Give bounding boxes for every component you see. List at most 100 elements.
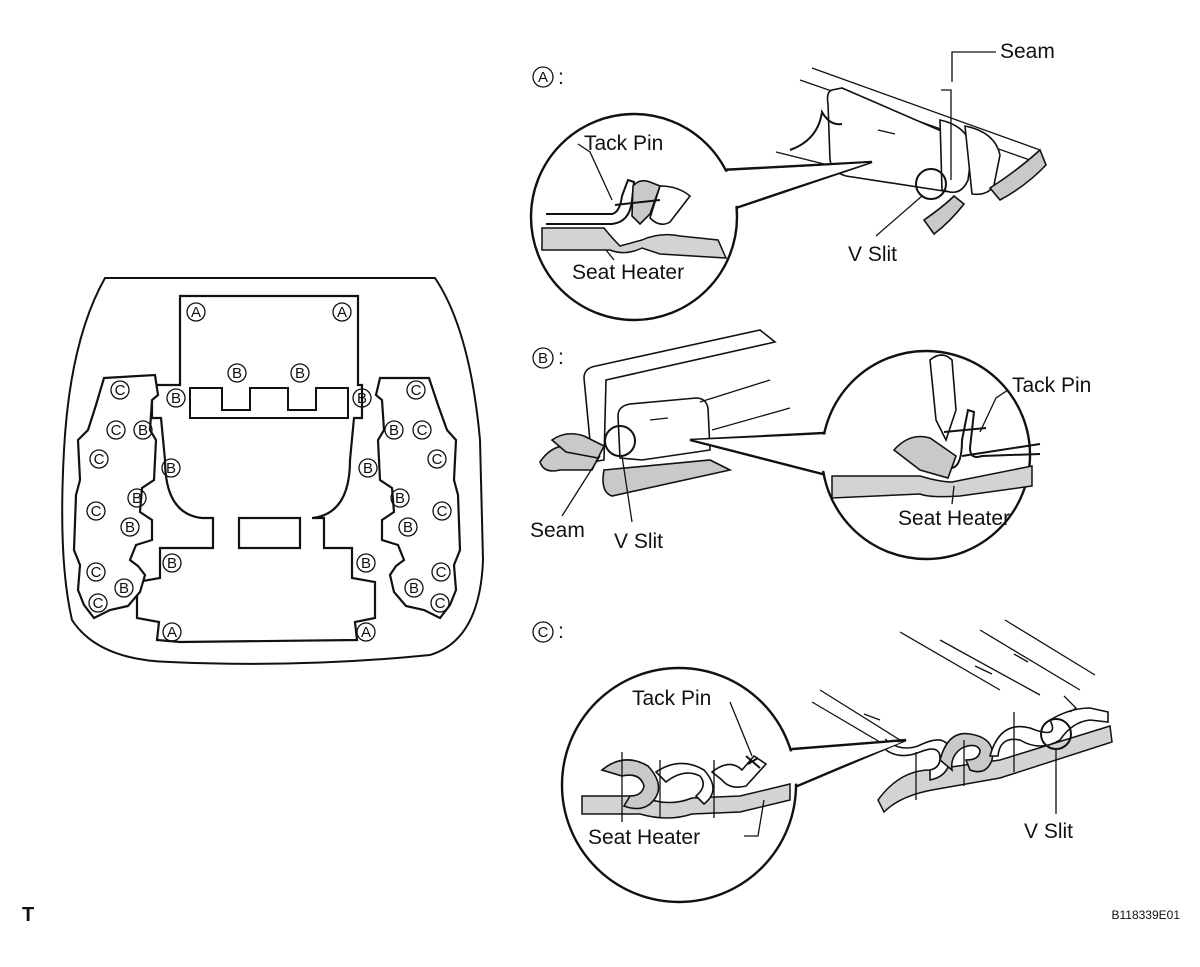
svg-text:C: C bbox=[417, 422, 428, 439]
svg-text:B: B bbox=[166, 460, 176, 477]
detail-b-tack-pin-label: Tack Pin bbox=[1012, 374, 1091, 397]
svg-text::: : bbox=[558, 620, 564, 643]
marker-c: C bbox=[106, 420, 126, 440]
svg-text:B: B bbox=[295, 365, 305, 382]
svg-text:C: C bbox=[435, 595, 446, 612]
svg-text:B: B bbox=[409, 580, 419, 597]
detail-c-seat-cover bbox=[811, 619, 1113, 814]
marker-b: B bbox=[290, 363, 310, 383]
svg-text:C: C bbox=[115, 382, 126, 399]
svg-text:C: C bbox=[91, 503, 102, 520]
figure-code: B118339E01 bbox=[1111, 908, 1180, 922]
svg-text:C: C bbox=[436, 564, 447, 581]
marker-b: B bbox=[356, 553, 376, 573]
marker-c: C bbox=[412, 420, 432, 440]
detail-b-bubble-content bbox=[831, 354, 1041, 499]
corner-mark: T bbox=[22, 904, 35, 926]
detail-b: B : Tack Pin Seat Heater bbox=[530, 329, 1091, 561]
svg-text:C: C bbox=[93, 595, 104, 612]
svg-text:B: B bbox=[403, 519, 413, 536]
svg-text:C: C bbox=[94, 451, 105, 468]
detail-a-seat-heater-label: Seat Heater bbox=[572, 261, 684, 284]
svg-text:C: C bbox=[538, 624, 549, 641]
svg-text:B: B bbox=[363, 460, 373, 477]
svg-text:B: B bbox=[119, 580, 129, 597]
marker-c: C bbox=[89, 449, 109, 469]
detail-c-bubble-content bbox=[581, 752, 791, 822]
marker-b: B bbox=[162, 553, 182, 573]
marker-b: B bbox=[384, 420, 404, 440]
svg-text:B: B bbox=[171, 390, 181, 407]
detail-c-v-slit-label: V Slit bbox=[1024, 820, 1073, 843]
marker-c: C bbox=[431, 562, 451, 582]
marker-a: A bbox=[356, 622, 376, 642]
heater-pad-left bbox=[72, 373, 160, 620]
detail-b-seat-heater-label: Seat Heater bbox=[898, 507, 1010, 530]
detail-b-seat-cover bbox=[539, 329, 791, 497]
marker-b: B bbox=[120, 517, 140, 537]
svg-text:B: B bbox=[125, 519, 135, 536]
svg-text:A: A bbox=[337, 304, 347, 321]
svg-text:C: C bbox=[111, 422, 122, 439]
marker-c: C bbox=[432, 501, 452, 521]
marker-c: C bbox=[86, 562, 106, 582]
marker-b: B bbox=[390, 488, 410, 508]
svg-text:B: B bbox=[132, 490, 142, 507]
svg-text:B: B bbox=[395, 490, 405, 507]
marker-c: C bbox=[88, 593, 108, 613]
svg-text:B: B bbox=[167, 555, 177, 572]
marker-a: A bbox=[186, 302, 206, 322]
seat-cushion-plan-view: A A A A B B B B B B B B B B B B B B B B … bbox=[61, 277, 485, 665]
center-notch-strip bbox=[189, 387, 349, 419]
marker-c: C bbox=[430, 593, 450, 613]
detail-b-marker: B : bbox=[532, 346, 564, 369]
svg-text::: : bbox=[558, 346, 564, 369]
marker-c: C bbox=[406, 380, 426, 400]
detail-a: A : Seam bbox=[529, 40, 1055, 322]
svg-text:B: B bbox=[361, 555, 371, 572]
marker-b: B bbox=[127, 488, 147, 508]
svg-text:A: A bbox=[538, 69, 548, 86]
detail-a-vslit-circle bbox=[915, 168, 947, 200]
svg-text:B: B bbox=[357, 390, 367, 407]
detail-b-vslit-circle bbox=[604, 425, 636, 457]
detail-b-seam-label: Seam bbox=[530, 519, 585, 542]
marker-b: B bbox=[398, 517, 418, 537]
detail-a-bubble-content bbox=[541, 143, 728, 259]
detail-c-seat-heater-label: Seat Heater bbox=[588, 826, 700, 849]
svg-text:A: A bbox=[167, 624, 177, 641]
seat-cushion-outline bbox=[61, 277, 485, 665]
svg-text:A: A bbox=[361, 624, 371, 641]
svg-text:C: C bbox=[432, 451, 443, 468]
detail-c: C : bbox=[532, 619, 1113, 904]
marker-b: B bbox=[227, 363, 247, 383]
detail-a-marker: A : bbox=[532, 66, 564, 89]
detail-c-vslit-circle bbox=[1040, 718, 1072, 750]
heater-pad-center bbox=[135, 294, 377, 644]
svg-text:C: C bbox=[437, 503, 448, 520]
svg-text:B: B bbox=[538, 350, 548, 367]
marker-a: A bbox=[162, 622, 182, 642]
detail-a-seam-label: Seam bbox=[1000, 40, 1055, 63]
marker-b: B bbox=[133, 420, 153, 440]
svg-text:B: B bbox=[389, 422, 399, 439]
detail-c-tack-pin-label: Tack Pin bbox=[632, 687, 711, 710]
marker-a: A bbox=[332, 302, 352, 322]
marker-b: B bbox=[352, 388, 372, 408]
detail-c-marker: C : bbox=[532, 620, 564, 643]
svg-text:C: C bbox=[411, 382, 422, 399]
marker-b: B bbox=[161, 458, 181, 478]
marker-b: B bbox=[166, 388, 186, 408]
detail-a-tack-pin-label: Tack Pin bbox=[584, 132, 663, 155]
detail-c-bubble bbox=[560, 666, 798, 904]
detail-a-seat-cover bbox=[775, 67, 1047, 236]
detail-a-v-slit-label: V Slit bbox=[848, 243, 897, 266]
svg-text:C: C bbox=[91, 564, 102, 581]
marker-b: B bbox=[404, 578, 424, 598]
svg-text:B: B bbox=[138, 422, 148, 439]
marker-c: C bbox=[427, 449, 447, 469]
svg-text::: : bbox=[558, 66, 564, 89]
svg-text:A: A bbox=[191, 304, 201, 321]
center-cutout bbox=[237, 516, 302, 550]
